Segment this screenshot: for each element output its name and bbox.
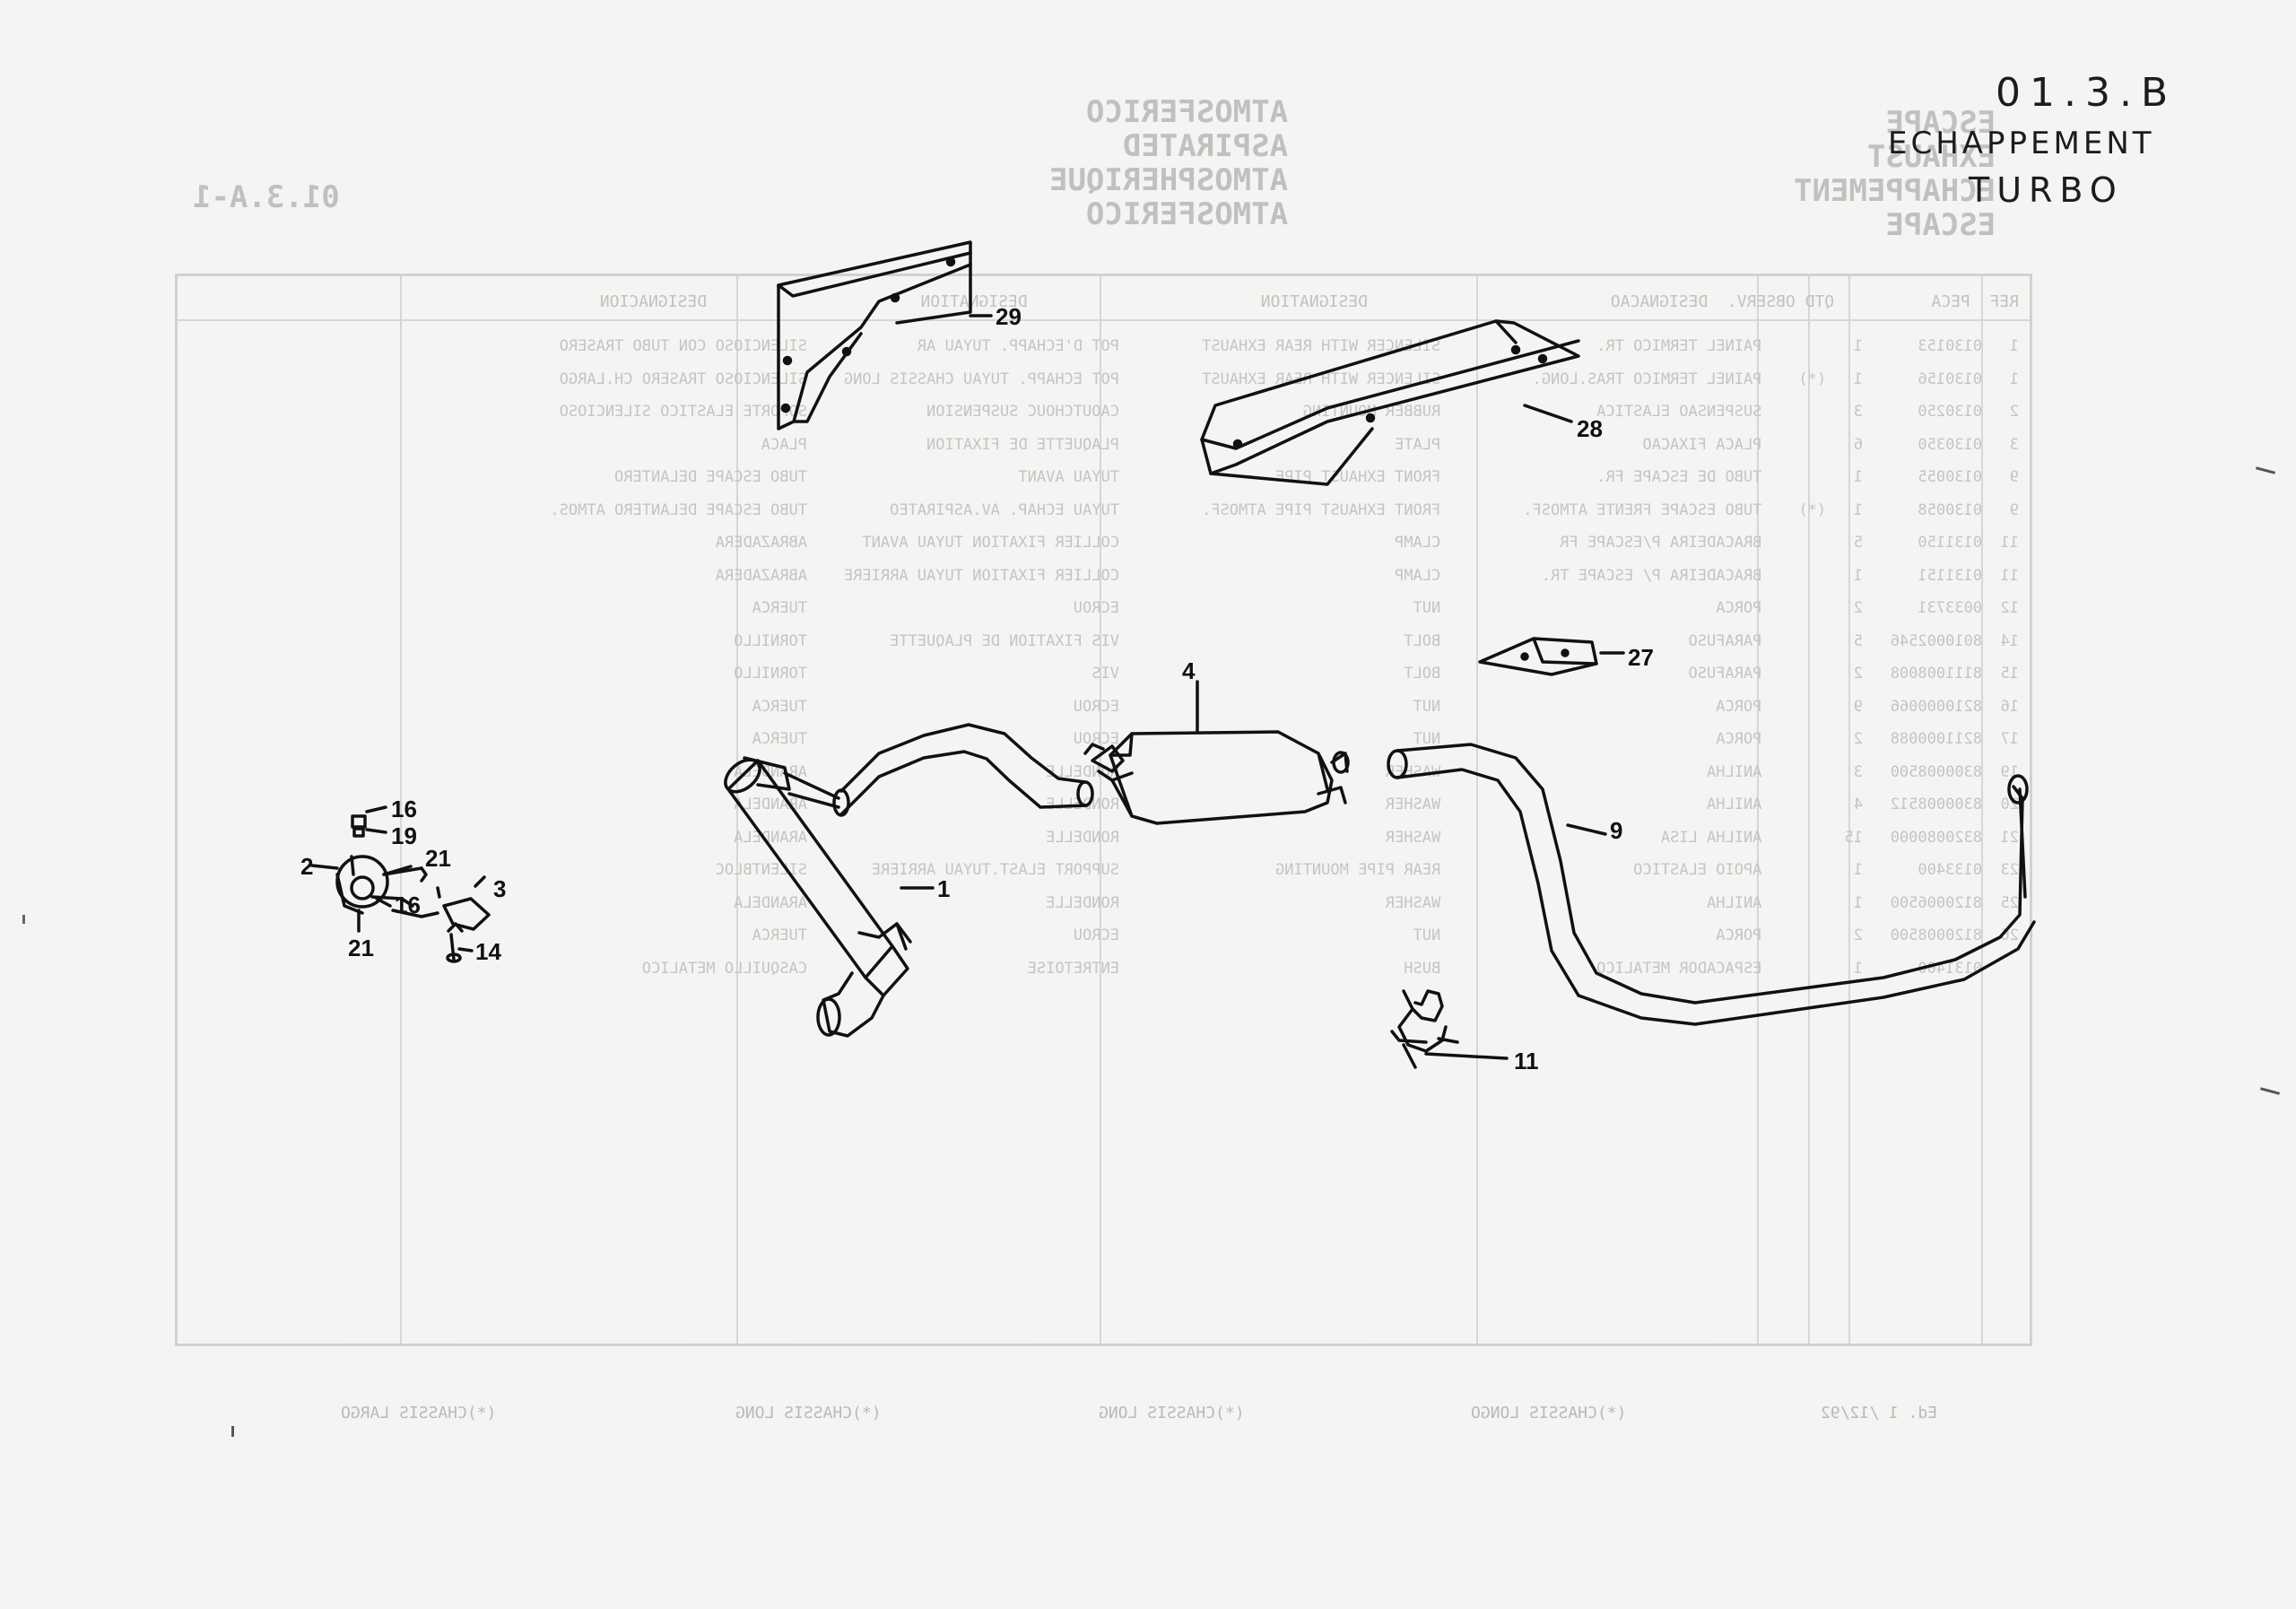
callout-16-top: 16 — [391, 796, 417, 822]
callout-16-bottom: 16 — [395, 891, 421, 918]
intermediate-pipe — [839, 723, 1094, 816]
page-mark — [22, 915, 25, 924]
part-4-rear-muffler — [1083, 680, 1350, 825]
handwritten-section-title: ECHAPPEMENT — [1888, 126, 2155, 161]
callout-21-top: 21 — [425, 845, 451, 872]
callout-11: 11 — [1514, 1048, 1539, 1074]
page-mark — [231, 1426, 234, 1437]
callout-27: 27 — [1628, 644, 1654, 671]
callout-3: 3 — [493, 875, 506, 902]
part-28-heat-shield — [1200, 319, 1580, 486]
callout-4: 4 — [1182, 657, 1196, 684]
handwritten-section-subtitle: TURBO — [1969, 170, 2124, 210]
part-11-clamp — [1390, 989, 1509, 1069]
callout-14: 14 — [475, 938, 501, 965]
part-9-exhaust-pipe — [1387, 743, 2036, 1026]
part-29-heat-shield — [777, 240, 993, 431]
part-1-silencer — [724, 756, 935, 1038]
part-27-bracket — [1478, 637, 1625, 676]
rubber-mount-assembly — [310, 805, 491, 963]
callout-1: 1 — [937, 875, 950, 902]
callout-28: 28 — [1577, 415, 1603, 442]
callout-29: 29 — [996, 303, 1022, 330]
callout-21-bottom: 21 — [348, 935, 374, 961]
callout-9: 9 — [1610, 817, 1622, 844]
callout-2: 2 — [300, 853, 313, 880]
callout-19: 19 — [391, 822, 417, 849]
handwritten-section-ref: 01.3.B — [1996, 70, 2178, 116]
